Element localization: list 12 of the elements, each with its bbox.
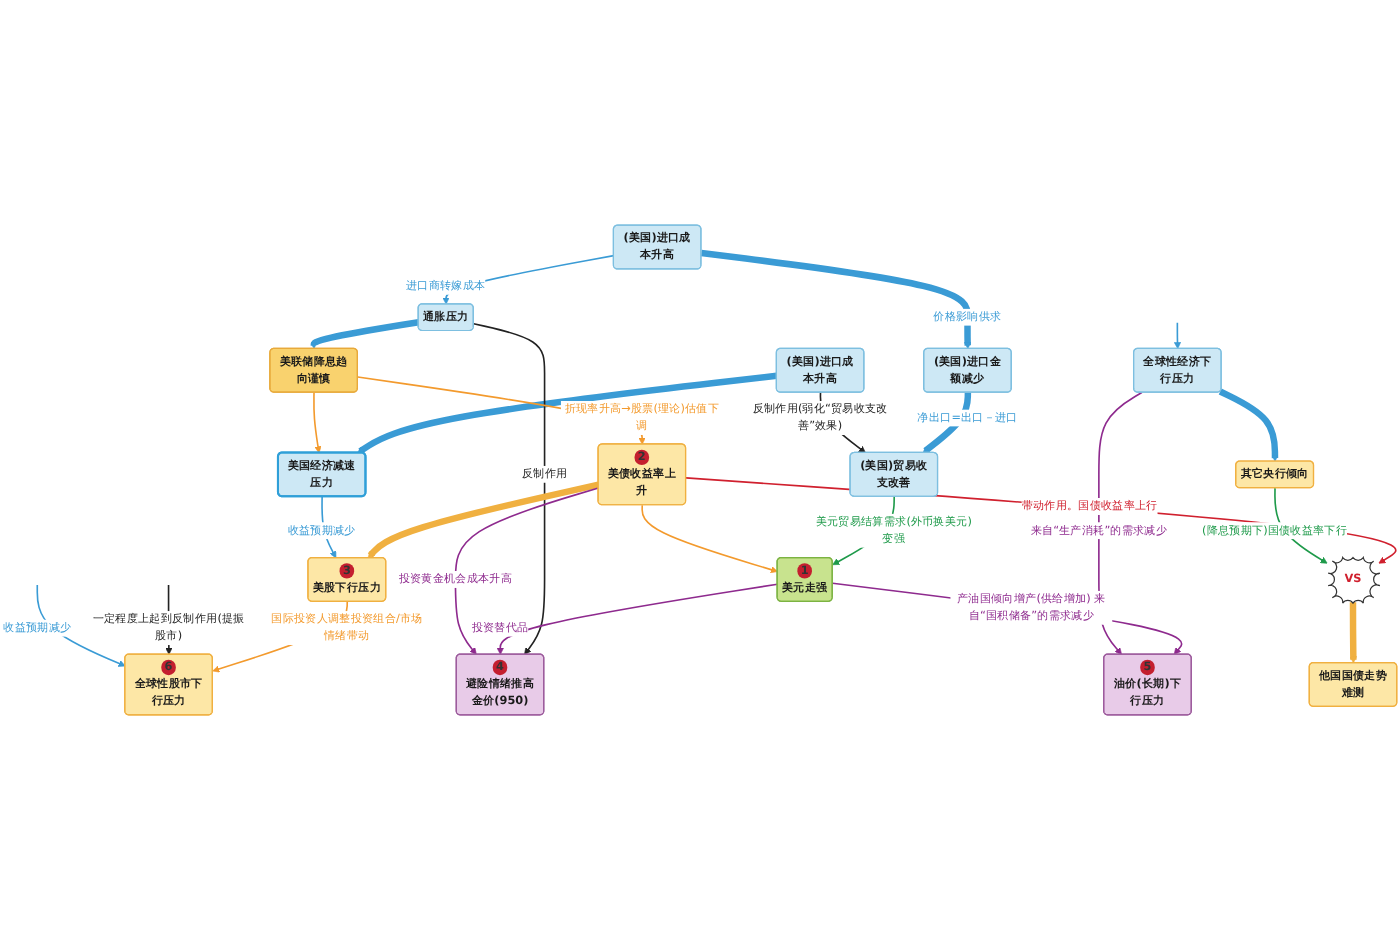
arrow <box>496 583 779 655</box>
arrow <box>310 319 420 350</box>
arrow <box>1349 602 1357 664</box>
arrow <box>831 582 1183 655</box>
arrow <box>472 322 546 655</box>
arrow <box>641 504 778 574</box>
arrow <box>454 487 600 655</box>
arrow <box>1218 388 1279 462</box>
arrow <box>1173 322 1182 350</box>
arrow <box>700 249 972 350</box>
arrow <box>313 391 322 454</box>
arrow <box>367 481 600 559</box>
